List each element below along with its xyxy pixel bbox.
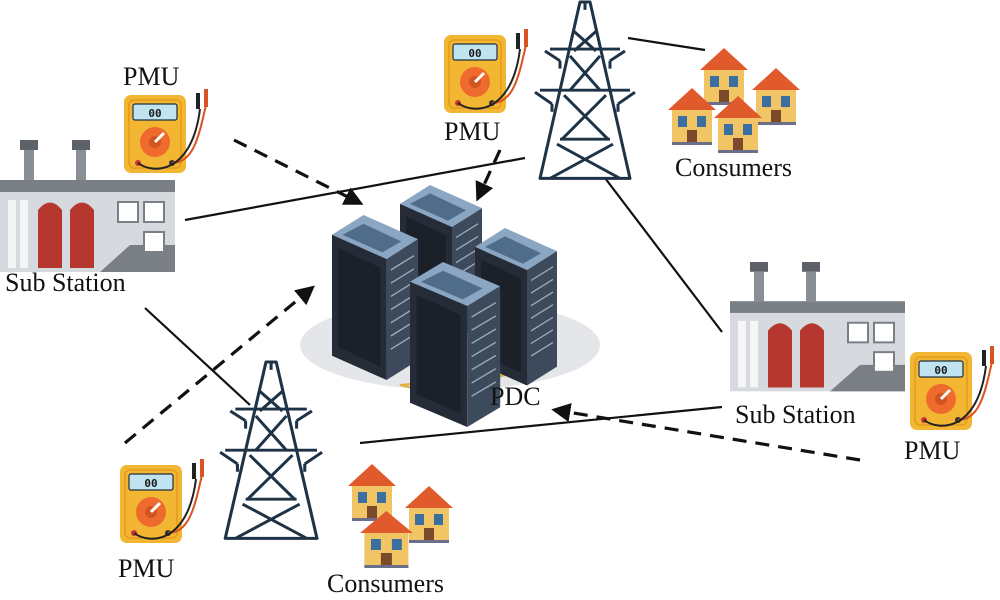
link-substation-left-to-tower-bottom [144,307,251,406]
pmu-meter-icon [908,344,996,432]
pmu-meter-icon [118,457,206,545]
pmu-link-top-center [475,149,502,202]
pmu-label-right: PMU [904,436,961,465]
consumers-bottom-icon [348,464,453,568]
substation-right-icon [729,261,906,393]
consumers-label-top: Consumers [675,153,792,182]
dashed-pmu-links [123,138,861,462]
pdc-label: PDC [490,382,541,411]
tower-top-icon [533,0,637,180]
link-tower-top-to-consumers [627,36,706,52]
consumers-label-bottom: Consumers [327,569,444,598]
pmu-label-bottom-left: PMU [118,554,175,583]
pdc-server-cluster [300,184,600,428]
pmu-link-bottom-left [123,285,315,445]
substation-label-right: Sub Station [735,400,856,429]
server-rack [409,261,501,428]
server-rack [331,214,419,381]
consumers-top-icon [668,48,800,153]
pmu-meter-icon [442,27,530,115]
link-tower-top-to-substation-right [604,177,723,333]
pmu-label-top-center: PMU [444,117,501,146]
link-tower-bottom-to-substation-right [359,405,723,445]
substation-label-left: Sub Station [5,268,126,297]
pmu-link-right [551,403,861,462]
pmu-link-top-left [233,138,364,205]
pmu-label-top-left: PMU [123,62,180,91]
tower-bottom-icon [218,360,324,540]
pmu-meter-icon [122,87,210,175]
